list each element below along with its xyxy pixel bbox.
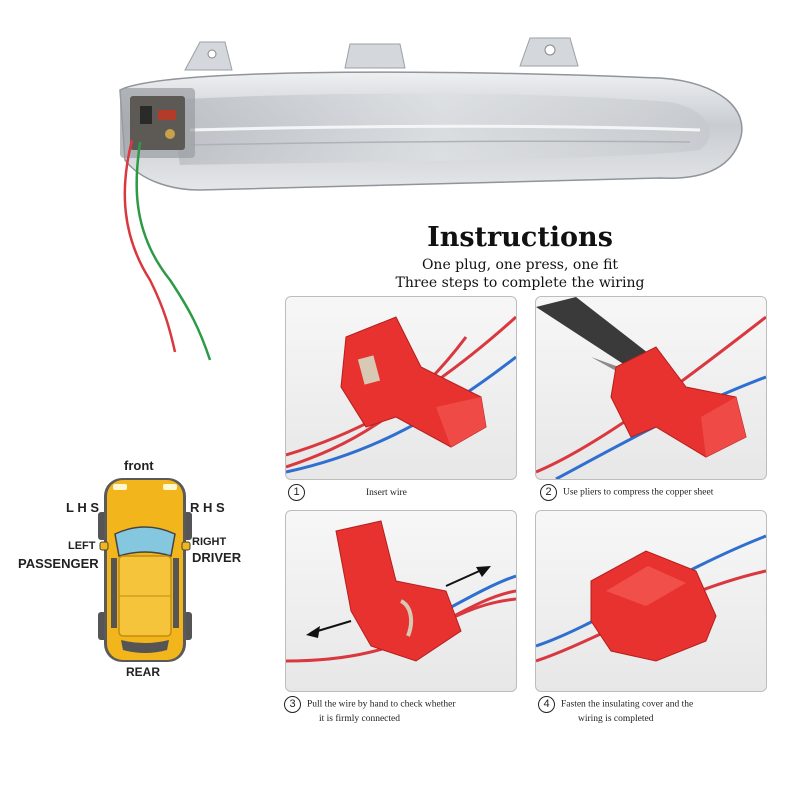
step-4-caption: 4 Fasten the insulating cover and the wir… [538, 696, 768, 724]
car-rhs-label: R H S [190, 500, 225, 515]
step-text-line-2: it is firmly connected [319, 714, 400, 724]
step-1-image [285, 296, 517, 480]
arrow-right-icon [445, 566, 491, 587]
step-text-line-2: wiring is completed [578, 714, 654, 724]
car-top-view-icon [98, 478, 192, 662]
step-text: Insert wire [366, 487, 407, 498]
step-text: Pull the wire by hand to check whether [307, 699, 456, 710]
step-4-image [535, 510, 767, 692]
indicator-lamp-photo [119, 37, 743, 361]
car-passenger-label: PASSENGER [18, 556, 99, 571]
step-text: Use pliers to compress the copper sheet [563, 487, 714, 498]
step-3-image [285, 510, 517, 692]
mounting-tab [344, 43, 406, 69]
green-wire [135, 141, 212, 361]
instructions-title: Instructions [427, 222, 613, 253]
connector [590, 550, 717, 662]
step-number: 2 [540, 484, 557, 501]
car-left-label: LEFT [68, 540, 96, 552]
connector [335, 520, 462, 662]
step-number: 1 [288, 484, 305, 501]
car-front-label: front [124, 458, 154, 473]
car-right-label: RIGHT [192, 536, 227, 548]
step-number: 4 [538, 696, 555, 713]
instructions-subtitle-2: Three steps to complete the wiring [395, 275, 645, 291]
red-wire [123, 139, 177, 353]
step-number: 3 [284, 696, 301, 713]
car-driver-label: DRIVER [192, 550, 242, 565]
car-lhs-label: L H S [66, 500, 99, 515]
car-rear-label: REAR [126, 665, 161, 679]
arrow-left-icon [306, 620, 352, 638]
step-text: Fasten the insulating cover and the [561, 699, 694, 710]
instructions-subtitle-1: One plug, one press, one fit [421, 257, 619, 273]
step-2-image [535, 296, 767, 480]
step-2-caption: 2 Use pliers to compress the copper sheet [540, 484, 713, 501]
step-1-caption: 1 Insert wire [288, 484, 407, 501]
